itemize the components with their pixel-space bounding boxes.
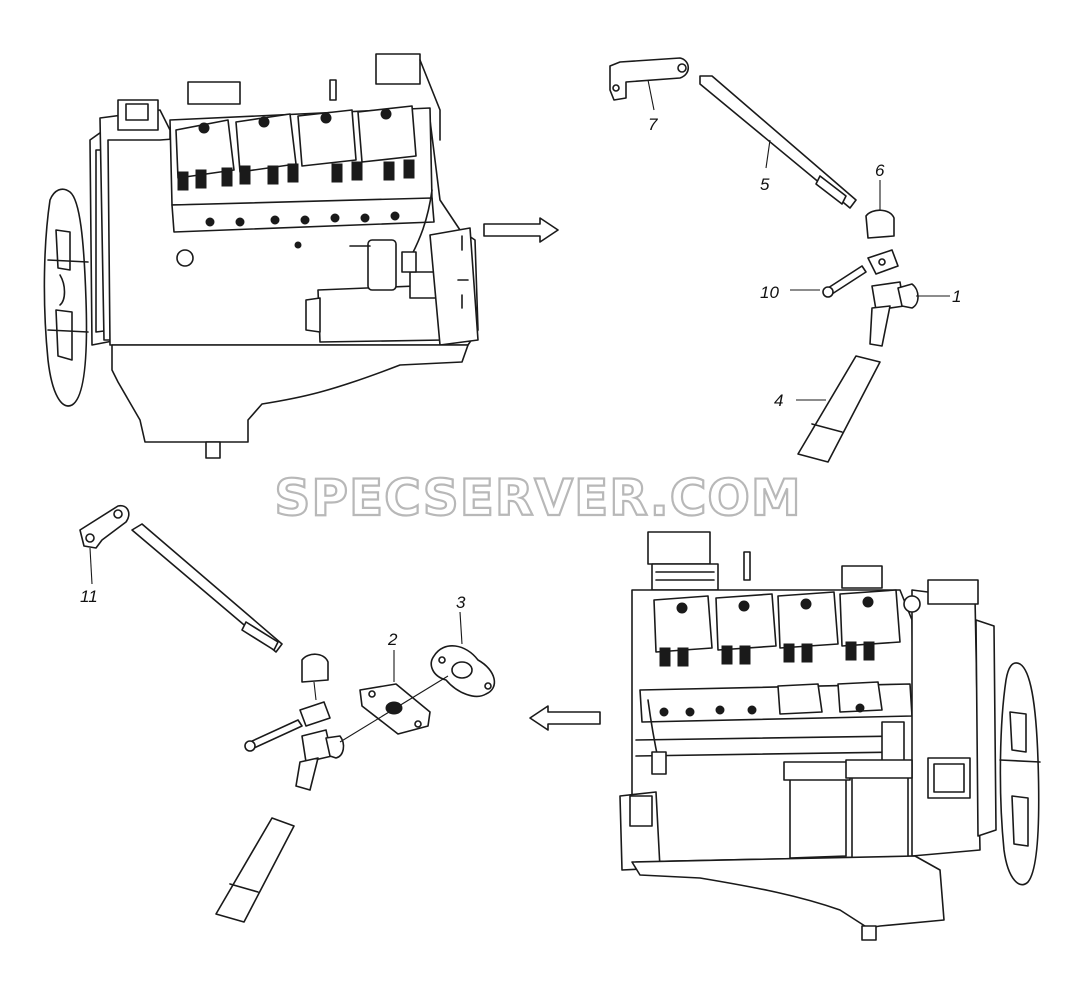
arrow-left: [529, 705, 601, 731]
engine-left-view: [43, 53, 479, 459]
dipstick-rod-5: [699, 75, 857, 209]
parts-group-bottom: [79, 504, 496, 923]
injector-row-right: [659, 641, 875, 667]
starter-motor-left: [305, 239, 461, 343]
oil-filters: [783, 759, 913, 869]
flange-2: [359, 650, 431, 735]
callout-3: 3: [456, 593, 466, 612]
callout-6: 6: [875, 161, 885, 180]
bracket-7: [609, 57, 690, 101]
valve-covers-left: [175, 105, 417, 179]
injector-row-left: [177, 159, 415, 191]
valve-covers-right: [653, 589, 901, 653]
sensor-1: [869, 281, 950, 347]
callout-5: 5: [760, 175, 770, 194]
tube-4: [797, 355, 881, 463]
callout-10: 10: [760, 283, 779, 302]
callout-4: 4: [774, 391, 783, 410]
callout-7: 7: [648, 115, 658, 134]
callout-2: 2: [387, 630, 398, 649]
engine-right-view: [619, 531, 1041, 941]
manifold-bolts-left: [205, 211, 400, 227]
fan: [43, 188, 89, 407]
dipstick-rod: [131, 523, 283, 653]
clamp-6: [865, 209, 895, 239]
fan-right: [999, 662, 1041, 886]
arrow-right: [483, 217, 559, 243]
parts-group-top: [609, 57, 950, 463]
watermark: SPECSERVER.COM: [274, 469, 801, 527]
callout-1: 1: [952, 287, 961, 306]
gasket-3: [430, 611, 496, 698]
bracket-11: [79, 504, 130, 549]
callout-11: 11: [80, 587, 98, 606]
bolt-10: [827, 265, 867, 295]
